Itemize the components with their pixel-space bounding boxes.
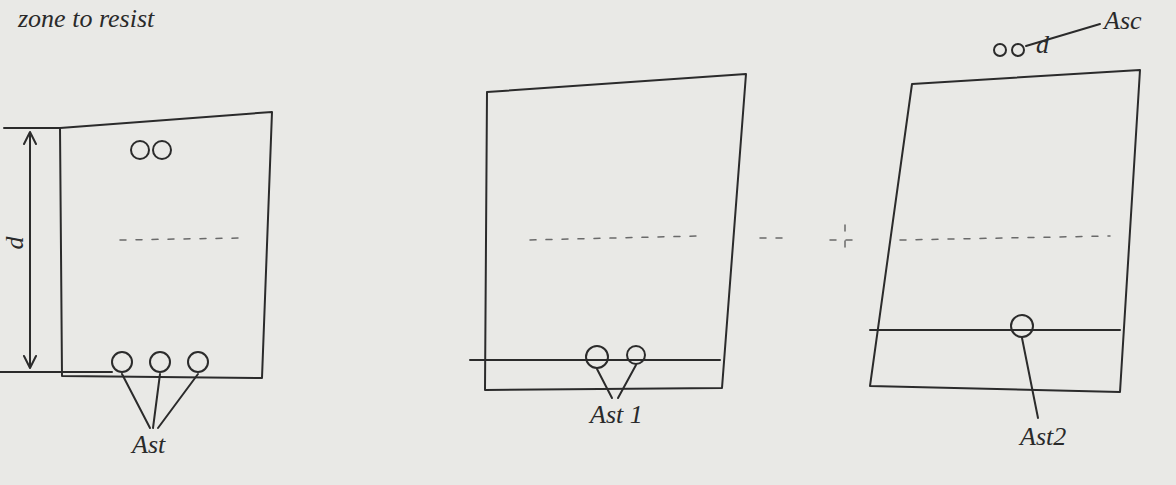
beam-section	[870, 70, 1140, 392]
bar-symbol	[586, 346, 608, 368]
dimension-label: d	[2, 237, 28, 250]
bar-label: Ast	[132, 432, 165, 458]
reference-line	[870, 329, 1120, 331]
beam-section	[485, 74, 746, 390]
leader-line	[597, 365, 636, 398]
bar-label: Ast2	[1020, 424, 1066, 450]
reference-line	[470, 359, 720, 361]
bar-symbol	[1011, 315, 1033, 337]
dimension-label: d	[1036, 32, 1049, 58]
bar-symbol	[153, 141, 171, 159]
bar-label: Ast 1	[590, 402, 643, 428]
note-text: zone to resist	[18, 6, 154, 32]
bar-symbol	[131, 141, 149, 159]
leader-line	[1022, 338, 1038, 418]
guide-line	[120, 225, 1110, 255]
bar-symbol	[627, 346, 645, 364]
bar-label: Asc	[1104, 8, 1142, 34]
dimension-line	[24, 132, 36, 368]
bar-symbol	[1012, 44, 1024, 56]
beam-section	[60, 112, 272, 378]
bar-symbol	[188, 352, 208, 372]
bar-symbol	[150, 352, 170, 372]
reference-line	[4, 127, 60, 129]
reference-line	[0, 371, 112, 373]
leader-line	[122, 374, 198, 428]
bar-symbol	[112, 352, 132, 372]
bar-symbol	[994, 44, 1006, 56]
